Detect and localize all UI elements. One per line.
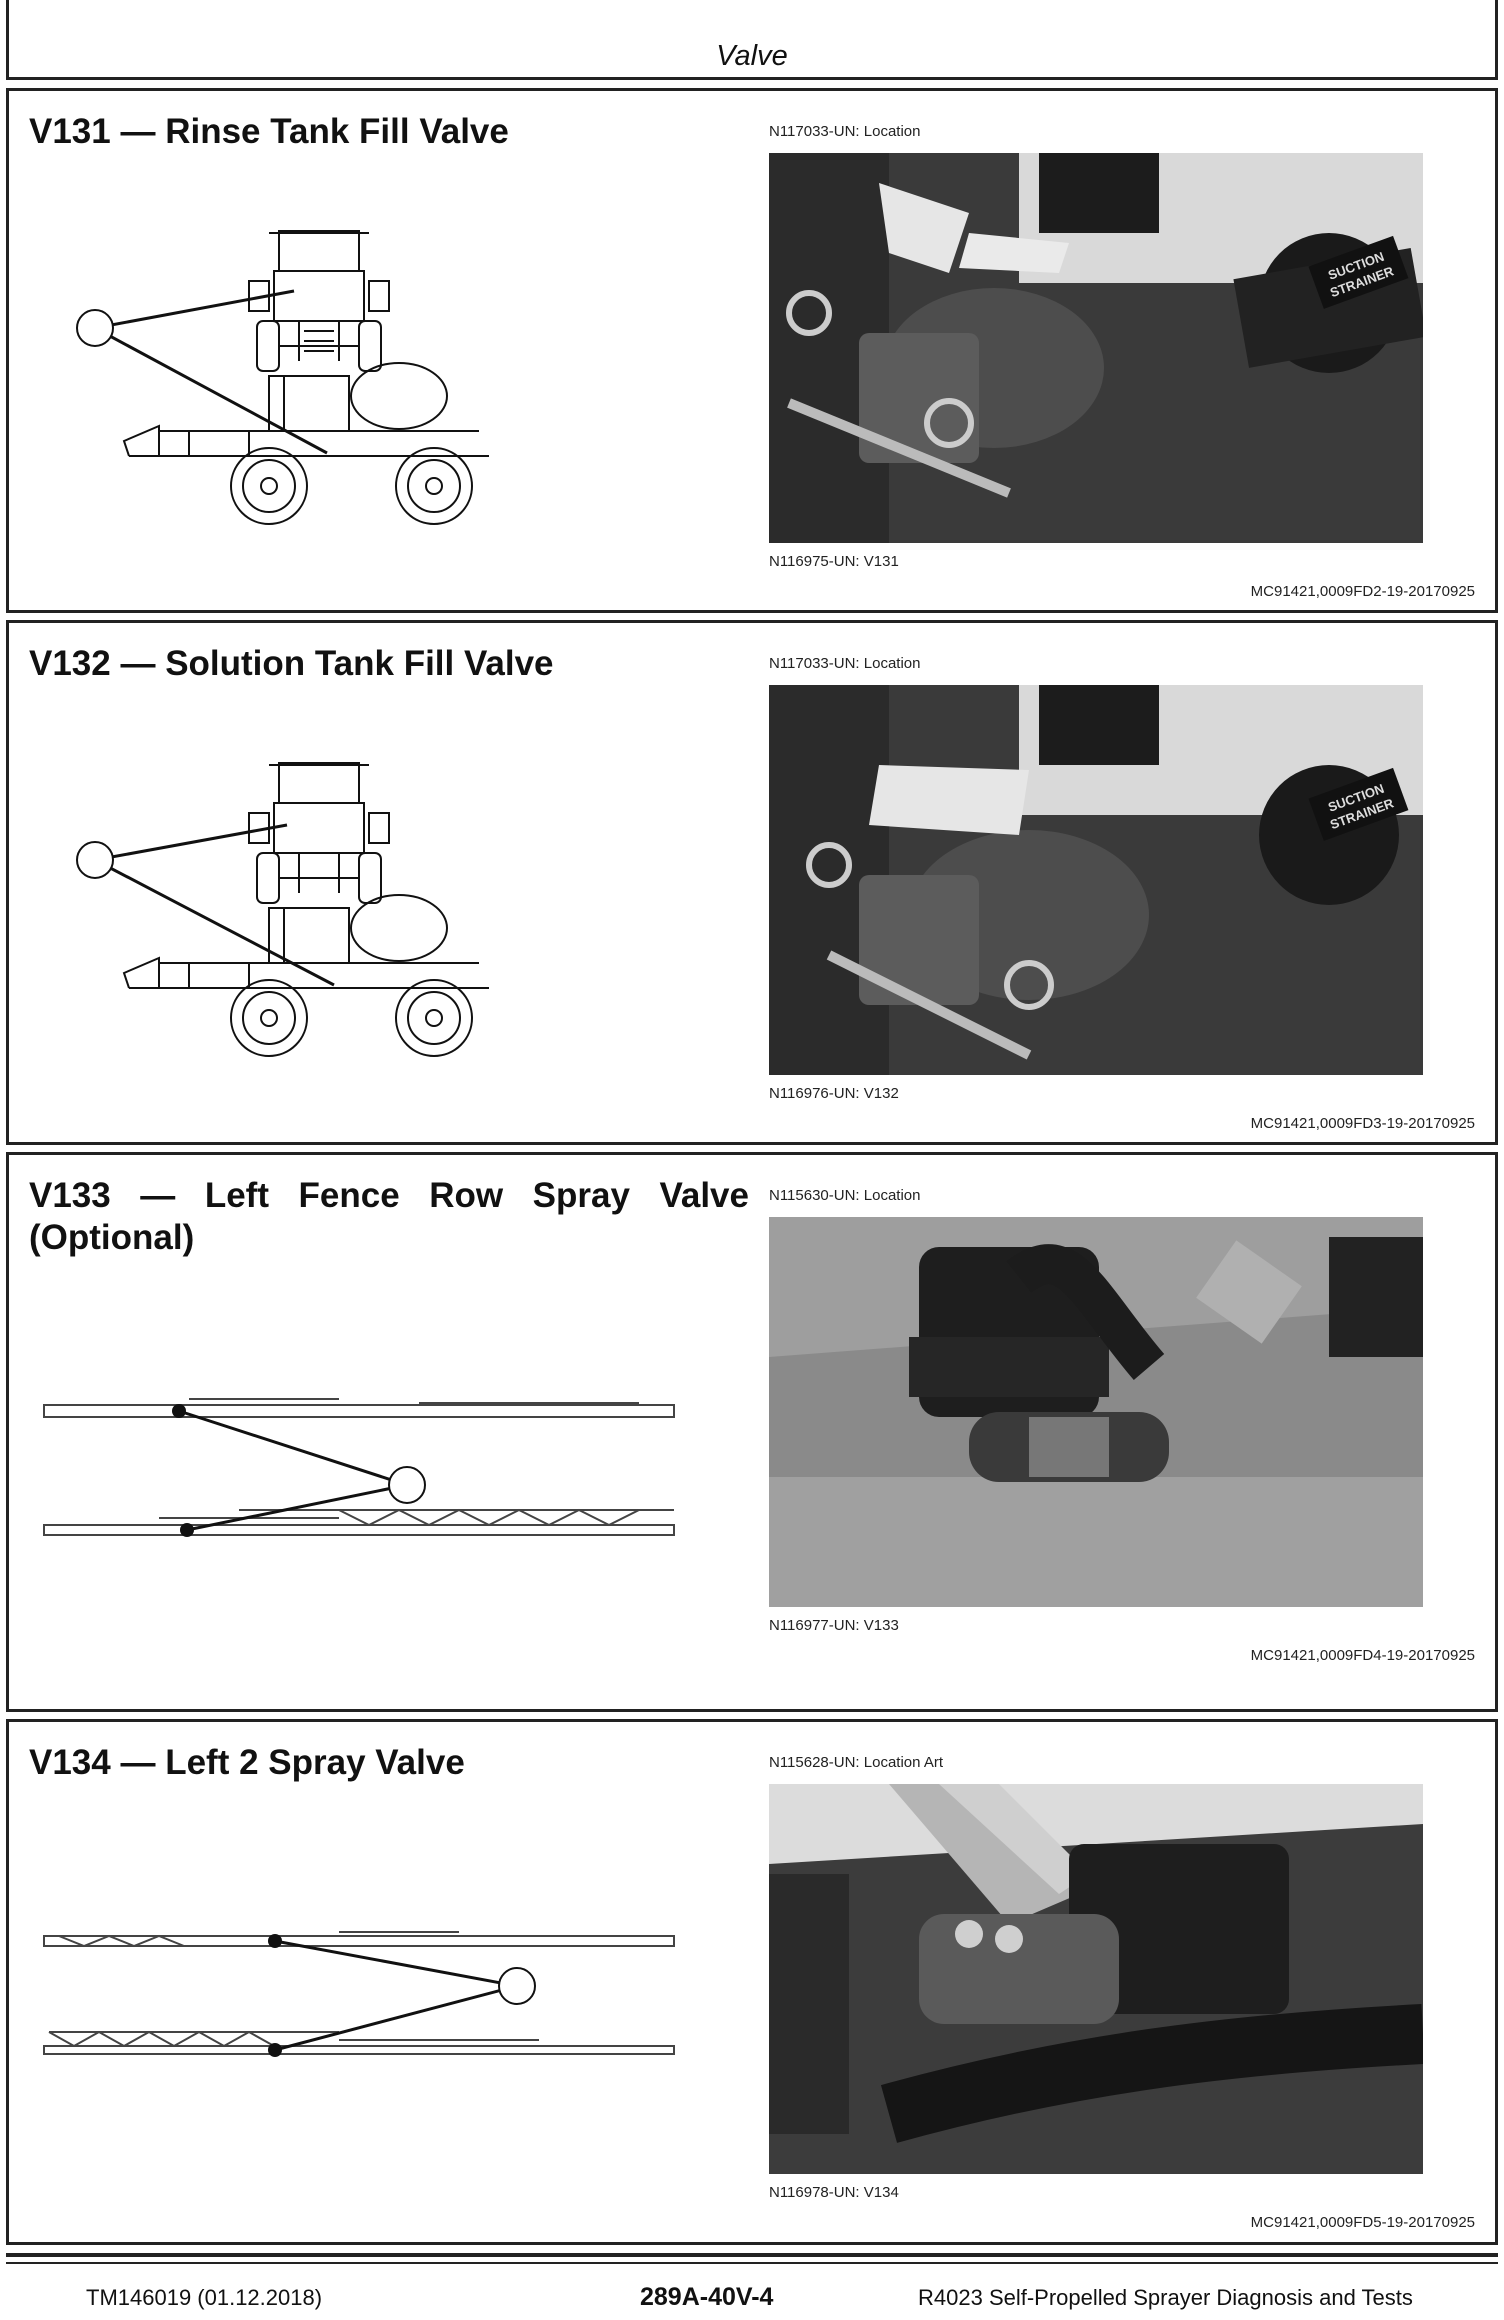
reference-code: MC91421,0009FD4-19-20170925 <box>1250 1647 1475 1664</box>
location-caption: N117033-UN: Location <box>769 655 921 672</box>
valve-photo <box>769 1217 1423 1607</box>
page-number: 289A-40V-4 <box>640 2283 774 2311</box>
section-title: V133 — Left Fence Row Spray Valve (Optio… <box>29 1176 749 1257</box>
photo-caption: N116978-UN: V134 <box>769 2184 899 2201</box>
footer-divider <box>6 2262 1498 2264</box>
photo-caption: N116975-UN: V131 <box>769 553 899 570</box>
section-v133: V133 — Left Fence Row Spray Valve (Optio… <box>6 1152 1498 1712</box>
reference-code: MC91421,0009FD2-19-20170925 <box>1250 583 1475 600</box>
page-header: Valve <box>6 0 1498 80</box>
document-id: TM146019 (01.12.2018) <box>86 2285 323 2310</box>
photo-caption: N116976-UN: V132 <box>769 1085 899 1102</box>
sprayer-location-diagram <box>69 753 509 1093</box>
section-v134: V134 — Left 2 Spray Valve N115628-UN: Lo… <box>6 1719 1498 2245</box>
location-caption: N115630-UN: Location <box>769 1187 921 1204</box>
sprayer-location-diagram <box>69 221 509 561</box>
manual-title: R4023 Self-Propelled Sprayer Diagnosis a… <box>918 2285 1413 2310</box>
valve-photo <box>769 1784 1423 2174</box>
valve-photo: SUCTION STRAINER <box>769 685 1423 1075</box>
reference-code: MC91421,0009FD5-19-20170925 <box>1250 2214 1475 2231</box>
section-v131: V131 — Rinse Tank Fill Valve N117033-UN:… <box>6 88 1498 613</box>
section-title: V132 — Solution Tank Fill Valve <box>29 644 554 683</box>
location-caption: N117033-UN: Location <box>769 123 921 140</box>
valve-photo: SUCTION STRAINER <box>769 153 1423 543</box>
boom-location-diagram <box>39 1385 679 1575</box>
footer-divider <box>6 2253 1498 2257</box>
section-v132: V132 — Solution Tank Fill Valve N117033-… <box>6 620 1498 1145</box>
photo-caption: N116977-UN: V133 <box>769 1617 899 1634</box>
reference-code: MC91421,0009FD3-19-20170925 <box>1250 1115 1475 1132</box>
page-title: Valve <box>716 40 788 72</box>
boom-location-diagram <box>39 1922 679 2072</box>
section-title: V131 — Rinse Tank Fill Valve <box>29 112 509 151</box>
section-title: V134 — Left 2 Spray Valve <box>29 1743 465 1782</box>
location-caption: N115628-UN: Location Art <box>769 1754 943 1771</box>
